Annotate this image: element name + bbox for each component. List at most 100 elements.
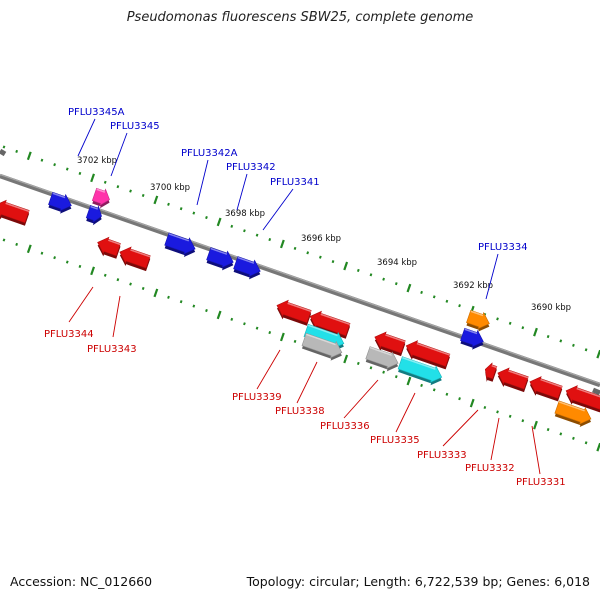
tick-minor [255,326,259,330]
tick-minor [53,256,56,260]
tick-minor [369,273,373,277]
gene-pflu3332-gloss [540,378,563,388]
tick-minor [167,202,170,206]
tick-minor [103,273,107,277]
tick-minor [521,326,525,330]
tick-track-lower [2,238,600,452]
callout-pflu3339-label: PFLU3339 [232,392,282,403]
gene-pflu3335-red [405,340,451,370]
gene-small-red [484,362,498,382]
tick-minor [243,322,246,326]
tick-major [216,310,222,320]
scale-label: 3698 kbp [225,209,265,219]
callout-pflu3341-leader [262,188,294,231]
gene-pflu3336-body [365,346,399,369]
tick-minor [230,317,234,321]
gene-pflu3342a-gloss [168,233,190,242]
genome-title: Pseudomonas fluorescens SBW25, complete … [126,10,474,25]
tick-minor [318,255,322,259]
tick-minor [496,410,499,414]
tick-minor [293,246,297,250]
tick-minor [230,224,234,228]
callout-pflu3345a-leader [77,118,96,157]
gene-pflu3331-body [565,385,600,410]
tick-minor [179,300,183,304]
gene-pflu3335-red-gloss [416,342,451,356]
callout-pflu3331-label: PFLU3331 [516,477,566,488]
callout-pflu3343-label: PFLU3343 [87,344,137,355]
tick-minor [116,278,120,282]
callout-pflu3341-label: PFLU3341 [270,177,320,188]
tick-minor [483,405,487,410]
tick-minor [15,242,19,246]
callout-pflu3338-leader [296,361,318,404]
tick-minor [559,432,563,436]
gene-pflu3334-gloss [470,310,484,317]
callout-pflu3336-label: PFLU3336 [320,421,370,432]
gene-pflu3334-body [466,309,490,330]
gene-red-left-body [0,199,30,224]
gene-pflu3333-gloss [508,370,529,379]
tick-minor [306,251,310,255]
tick-minor [496,317,499,321]
gene-pflu3334 [466,309,490,332]
tick-minor [192,304,196,308]
gene-orange-right-gloss [558,401,585,412]
tick-minor [394,375,398,379]
gene-pflu3339-a-body [276,299,312,324]
callout-pflu3334-leader [485,253,499,300]
gene-blue-1-gloss [52,192,66,199]
tick-minor [268,331,272,335]
tick-minor [78,264,82,269]
tick-minor [205,215,208,220]
gene-pflu3333-body [497,367,529,390]
gene-pflu3345a-gloss [96,188,106,193]
callout-pflu3345-leader [110,132,128,177]
tick-minor [382,277,385,281]
gene-pflu3339-b-gloss [320,313,351,326]
gene-orange-right [554,400,592,427]
tick-minor [40,251,44,255]
gene-pflu3335-gloss [402,356,436,370]
tick-major [216,217,222,227]
gene-pflu3342-gloss [210,247,228,255]
tick-major [343,354,349,364]
callout-pflu3335-label: PFLU3335 [370,435,420,446]
tick-track-upper [2,145,600,359]
tick-major [533,327,538,337]
tick-minor [293,339,297,343]
tick-minor [179,207,183,211]
tick-major [279,239,285,249]
gene-red-left [0,199,30,226]
callout-pflu3338-label: PFLU3338 [275,406,325,417]
gene-blue-1 [48,191,72,214]
gene-pflu3332-body [529,376,563,399]
tick-minor [584,441,588,445]
tick-minor [205,308,208,313]
tick-minor [445,392,449,396]
tick-minor [268,238,272,242]
tick-minor [546,427,550,432]
tick-minor [167,295,170,299]
tick-minor [432,295,436,299]
gene-pflu3339-b-body [309,310,351,337]
gene-pflu3338-gray-gloss [306,333,336,346]
gene-pflu3338-gray [301,332,343,361]
gene-pflu3338-cyan-gloss [308,324,338,337]
tick-minor [2,145,6,149]
tick-minor [508,414,512,418]
tick-minor [458,304,461,308]
tick-minor [53,163,56,167]
tick-minor [420,383,423,388]
callout-pflu3342a-label: PFLU3342A [181,148,238,159]
gene-pflu3339-a-gloss [287,302,312,313]
tick-major [153,195,159,205]
scale-label: 3690 kbp [531,303,571,313]
gene-pflu3345-gloss [90,205,99,210]
tick-major [406,283,412,293]
scale-label: 3696 kbp [301,234,341,244]
edge-stub-right [592,387,600,396]
gene-pflu3343-gloss [130,249,151,258]
gene-pflu3344-gloss [108,239,121,246]
